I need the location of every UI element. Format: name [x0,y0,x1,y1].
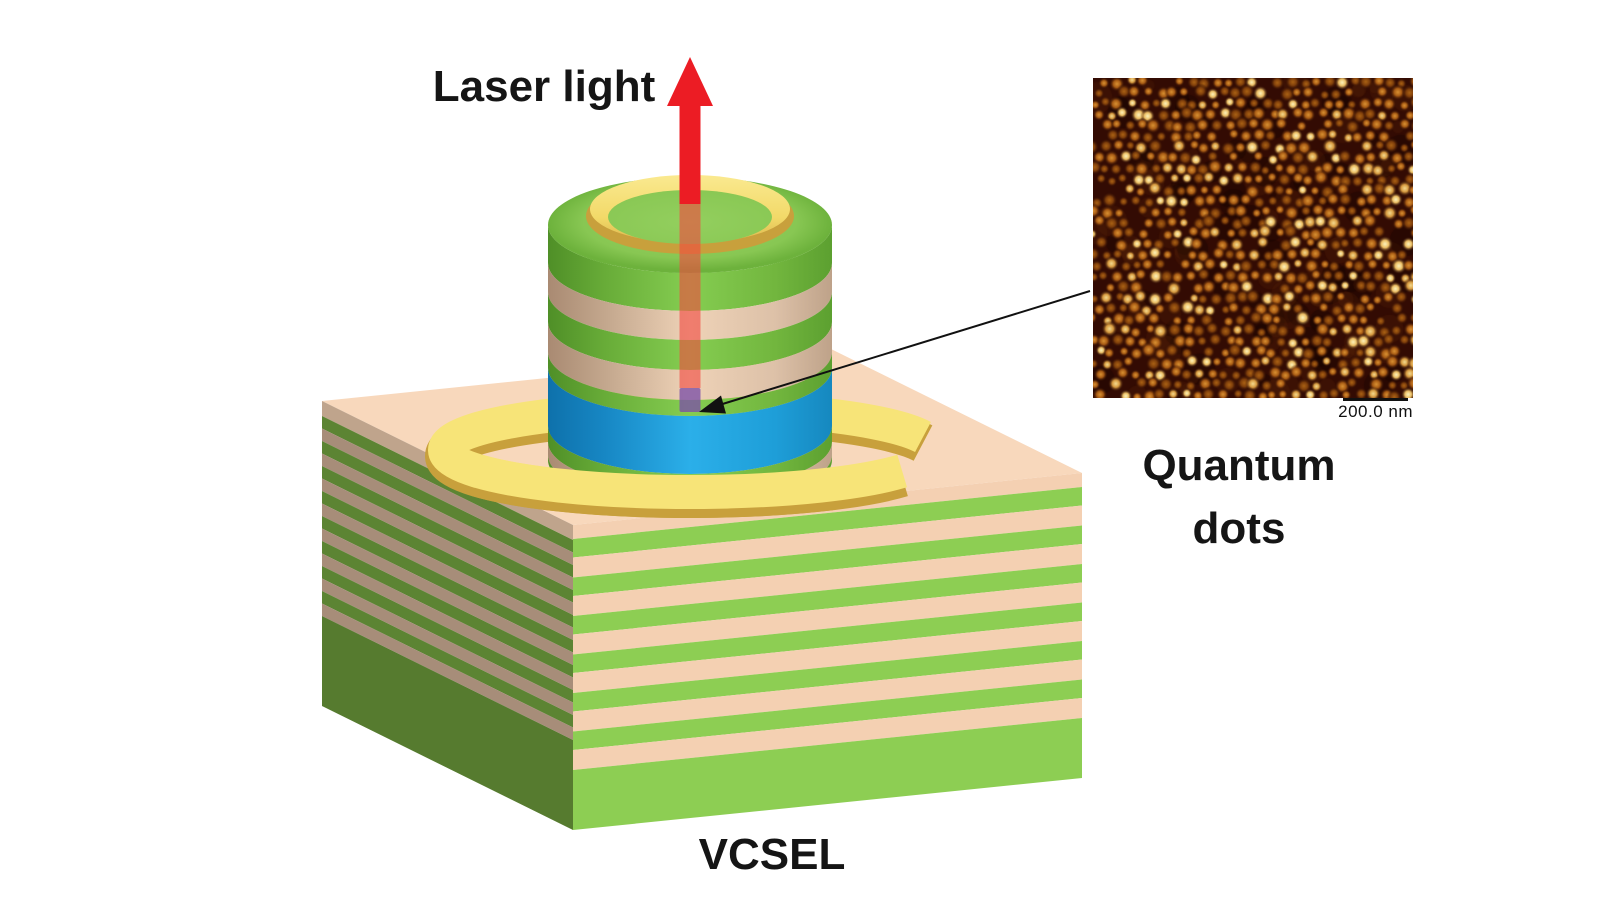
box-layer [573,659,1082,732]
annotation-line [715,290,1091,407]
box-layer [322,428,573,565]
box-layer [573,525,1082,596]
pillar-layer-green [548,225,832,311]
laser-light-label: Laser light [432,62,656,111]
box-layer [322,453,573,590]
box-left-face-layers [322,401,573,830]
box-layer [573,487,1082,558]
box-layer [322,578,573,715]
scale-bar-line [1343,397,1408,401]
base-gold-ring-front [472,454,908,518]
pillar-layer-blue [548,368,832,474]
afm-quantum-dots-image [1093,78,1413,398]
laser-arrow-shaft-inside [679,203,701,388]
box-layer [322,616,573,830]
substrate-box [322,349,1082,830]
box-layer [322,528,573,665]
annotation-arrow [699,290,1091,414]
vcsel-label: VCSEL [698,830,846,879]
quantum-dots-label-line2: dots [1192,504,1286,553]
laser-arrow [667,57,713,412]
box-layer [322,603,573,740]
box-layer [322,541,573,678]
gold-ring-arc [472,454,908,509]
scale-bar-label: 200.0 nm [1338,402,1413,421]
box-layer [322,466,573,603]
box-layer [573,582,1082,655]
annotation-arrowhead [699,395,726,414]
box-right-face-layers [573,473,1082,830]
box-layer [573,602,1082,673]
box-layer [322,503,573,640]
box-layer [322,566,573,703]
box-layer [322,553,573,690]
box-layer [573,544,1082,616]
box-layer [322,478,573,615]
quantum-dots-label: Quantum dots [1089,434,1389,560]
pillar-layer-tan [548,322,832,400]
box-layer [322,441,573,578]
laser-arrow-tip-purple [679,388,701,412]
box-layer [573,641,1082,712]
box-layer [573,505,1082,578]
box-layer [573,679,1082,750]
laser-arrow-head [667,57,713,106]
pillar-layer-tan [548,263,832,340]
pillar-layer-green [548,352,832,416]
quantum-dots-label-line1: Quantum [1142,441,1336,490]
box-layer [322,516,573,653]
box-layer [573,718,1082,830]
box-layer [573,564,1082,635]
box-layer [322,491,573,628]
laser-arrow-shaft [679,104,701,204]
box-layer [573,621,1082,693]
box-layer [322,591,573,728]
pillar-layer-green [548,292,832,370]
box-layer [573,698,1082,770]
